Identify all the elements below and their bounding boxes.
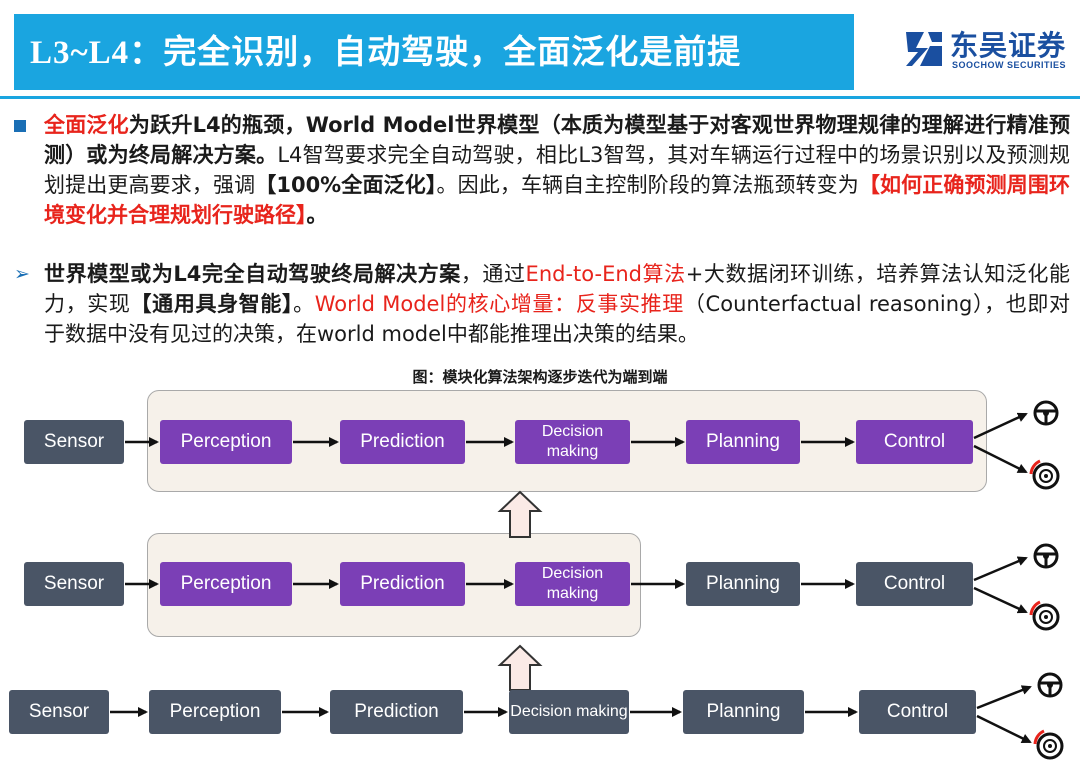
row-3-perception: Perception	[149, 690, 281, 734]
p2-body-3: 。	[293, 292, 315, 316]
row-1-perception: Perception	[160, 420, 292, 464]
row-1-decision-making: Decision making	[515, 420, 630, 464]
row-2-prediction: Prediction	[340, 562, 465, 606]
brake-disc-icon	[1029, 459, 1060, 490]
p1-body-2: 。因此，车辆自主控制阶段的算法瓶颈转变为	[436, 173, 859, 197]
title-text: ：完全识别，自动驾驶，全面泛化是前提	[129, 32, 742, 71]
bullet-paragraph-2: ➢ 世界模型或为L4完全自动驾驶终局解决方案，通过End-to-End算法+大数…	[14, 259, 1070, 349]
title-banner	[14, 14, 854, 90]
p1-body: L4智驾要求完全自动驾驶，相比L3智驾，其对车辆运行过程中的场景识别以及预测规划…	[44, 143, 1070, 197]
p1-red-emphasis: 【如何正确预测周围环境变化并合理规划行驶路径】	[44, 173, 1070, 227]
row-1-planning: Planning	[686, 420, 800, 464]
steering-wheel-icon	[1037, 672, 1063, 698]
steering-wheel-icon	[1033, 400, 1059, 426]
row-1-control: Control	[856, 420, 973, 464]
row-2-decision-making: Decision making	[515, 562, 630, 606]
highlight-generalization: 全面泛化	[44, 113, 129, 137]
p2-emphasis: 【通用具身智能】	[130, 292, 294, 316]
logo-name-en: SOOCHOW SECURITIES	[952, 60, 1067, 70]
p2-red-1: End-to-End算法	[525, 262, 686, 286]
row-3-decision-making: Decision making	[509, 690, 629, 734]
arrow-bullet-icon: ➢	[14, 263, 30, 285]
p2-lead: 世界模型或为L4完全自动驾驶终局解决方案	[44, 262, 461, 286]
square-bullet-icon	[14, 110, 26, 140]
row-2-planning: Planning	[686, 562, 800, 606]
row-3-control: Control	[859, 690, 976, 734]
p1-lead-sentence: 为跃升L4的瓶颈，World Model世界模型（本质为模型基于对客观世界物理规…	[44, 113, 1071, 167]
p1-end: 。	[306, 203, 328, 227]
bullet-paragraph-1: 全面泛化为跃升L4的瓶颈，World Model世界模型（本质为模型基于对客观世…	[14, 110, 1070, 230]
row-1-prediction: Prediction	[340, 420, 465, 464]
header-divider	[0, 96, 1080, 99]
brake-disc-icon	[1033, 729, 1064, 760]
company-logo: 东吴证券 SOOCHOW SECURITIES	[902, 22, 1072, 78]
figure-caption: 图：模块化算法架构逐步迭代为端到端	[412, 368, 668, 386]
up-arrow-icon	[497, 644, 543, 691]
p2-body-1: ，通过	[460, 262, 526, 286]
steering-wheel-icon	[1033, 543, 1059, 569]
brake-disc-icon	[1029, 600, 1060, 631]
p2-body-2: +大数据闭环训练，培养算法认知泛化能力，实现	[44, 262, 1070, 316]
p1-emphasis: 【100%全面泛化】	[255, 173, 437, 197]
page-title: L3~L4：完全识别，自动驾驶，全面泛化是前提	[30, 14, 741, 90]
p2-red-2: World Model的核心增量：反事实推理	[314, 292, 684, 316]
row-2-perception: Perception	[160, 562, 292, 606]
title-level-range: L3~L4	[30, 35, 130, 71]
logo-name-cn: 东吴证券	[950, 29, 1067, 62]
up-arrow-icon	[497, 490, 543, 538]
row-2-control: Control	[856, 562, 973, 606]
soochow-logo-icon	[906, 32, 942, 66]
row-2-sensor: Sensor	[24, 562, 124, 606]
row-3-sensor: Sensor	[9, 690, 109, 734]
row-1-sensor: Sensor	[24, 420, 124, 464]
p2-body-4: （Counterfactual reasoning），也即对于数据中没有见过的决…	[44, 292, 1071, 346]
row-3-planning: Planning	[683, 690, 804, 734]
row-3-prediction: Prediction	[330, 690, 463, 734]
